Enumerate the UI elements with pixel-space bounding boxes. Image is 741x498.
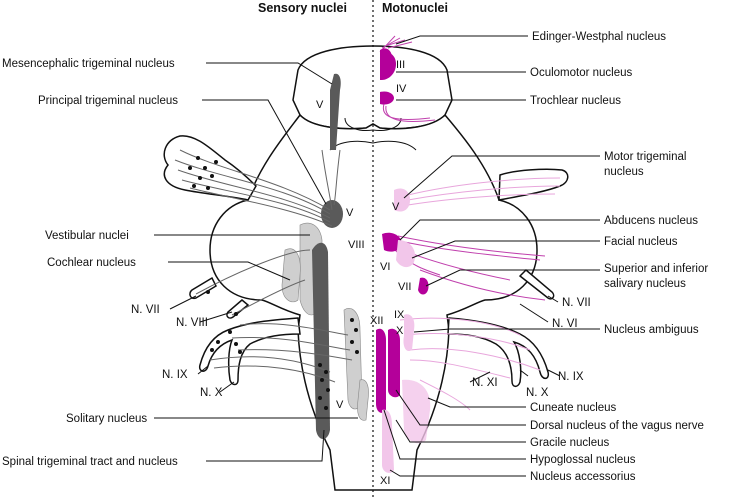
label-principal-trigeminal: Principal trigeminal nucleus: [38, 95, 178, 107]
nucleus-accessorius: [382, 409, 394, 473]
facial-nucleus: [396, 240, 416, 268]
label-salivary-2: salivary nucleus: [604, 278, 686, 290]
label-motor-trigeminal-2: nucleus: [604, 166, 644, 178]
label-cuneate: Cuneate nucleus: [530, 402, 617, 414]
numeral-xi: XI: [380, 475, 390, 487]
numeral-x: X: [396, 325, 404, 337]
label-motor-trigeminal: Motor trigeminal: [604, 151, 686, 163]
label-left-n-vii: N. VII: [131, 304, 160, 316]
numeral-iv: IV: [396, 83, 407, 95]
right-lower-roots: [447, 317, 550, 388]
label-oculomotor: Oculomotor nucleus: [530, 67, 633, 79]
label-nucleus-accessorius: Nucleus accessorius: [530, 471, 636, 483]
motor-trigeminal-nucleus: [394, 188, 410, 212]
label-vestibular-nuclei: Vestibular nuclei: [45, 230, 129, 242]
right-leader-lines: [383, 35, 600, 477]
cochlear-nucleus: [281, 248, 301, 303]
numeral-v-spinal: V: [336, 399, 344, 411]
label-spinal-trigeminal: Spinal trigeminal tract and nucleus: [2, 456, 178, 468]
numeral-v-motor: V: [392, 201, 400, 213]
abducens-nucleus: [382, 232, 402, 252]
dorsal-vagus-nucleus: [388, 328, 400, 398]
label-salivary: Superior and inferior: [604, 263, 708, 275]
label-cochlear-nucleus: Cochlear nucleus: [47, 257, 136, 269]
header-motor: Motonuclei: [382, 1, 448, 15]
numeral-ix: IX: [394, 309, 405, 321]
label-solitary-nucleus: Solitary nucleus: [66, 413, 147, 425]
right-trigeminal-root: [498, 168, 569, 201]
label-right-n-ix: N. IX: [558, 371, 584, 383]
left-n-viii-root: [226, 299, 250, 319]
solitary-lower: [357, 379, 369, 421]
numeral-vii: VII: [398, 281, 411, 293]
label-right-n-xi: N. XI: [472, 377, 498, 389]
label-left-n-viii: N. VIII: [176, 317, 208, 329]
pons-outline: [209, 113, 538, 491]
trochlear-nucleus: [380, 91, 394, 105]
mesencephalic-trigeminal-nucleus: [330, 73, 341, 150]
hypoglossal-nucleus: [376, 328, 386, 413]
label-mesencephalic-trigeminal: Mesencephalic trigeminal nucleus: [2, 58, 175, 70]
label-left-n-ix: N. IX: [162, 369, 188, 381]
label-facial: Facial nucleus: [604, 236, 678, 248]
label-hypoglossal: Hypoglossal nucleus: [530, 454, 636, 466]
header-sensory: Sensory nuclei: [258, 1, 347, 15]
ganglion-dots: [188, 156, 359, 410]
principal-trigeminal-nucleus: [321, 200, 343, 228]
left-trigeminal-root: [163, 135, 257, 201]
inner-contour-2: [329, 140, 417, 151]
spinal-trigeminal-nucleus: [312, 242, 330, 439]
right-n-vi-root: [518, 268, 555, 300]
left-leader-lines: [154, 62, 358, 462]
label-abducens: Abducens nucleus: [604, 215, 698, 227]
numeral-v-mesencephalic: V: [316, 99, 324, 111]
numeral-viii: VIII: [348, 239, 365, 251]
oculomotor-nucleus: [380, 51, 396, 80]
label-right-n-vi: N. VI: [552, 318, 578, 330]
motor-fibers: [379, 35, 561, 411]
numeral-xii: XII: [370, 315, 383, 327]
label-right-n-vii: N. VII: [562, 297, 591, 309]
salivary-nucleus: [418, 277, 429, 295]
label-dorsal-vagus: Dorsal nucleus of the vagus nerve: [530, 420, 704, 432]
numeral-vi: VI: [380, 261, 390, 273]
cuneate-gracile-area: [402, 379, 431, 444]
label-edinger-westphal: Edinger-Westphal nucleus: [532, 31, 666, 43]
label-trochlear: Trochlear nucleus: [530, 95, 621, 107]
numeral-iii: III: [396, 59, 405, 71]
label-nucleus-ambiguus: Nucleus ambiguus: [604, 324, 699, 336]
nucleus-ambiguus: [403, 314, 415, 352]
numeral-v-principal: V: [346, 207, 354, 219]
label-left-n-x: N. X: [200, 387, 223, 399]
label-gracile: Gracile nucleus: [530, 437, 610, 449]
sensory-fibers: [174, 149, 353, 383]
label-right-n-x: N. X: [526, 387, 549, 399]
left-n-vii-root: [189, 276, 217, 300]
